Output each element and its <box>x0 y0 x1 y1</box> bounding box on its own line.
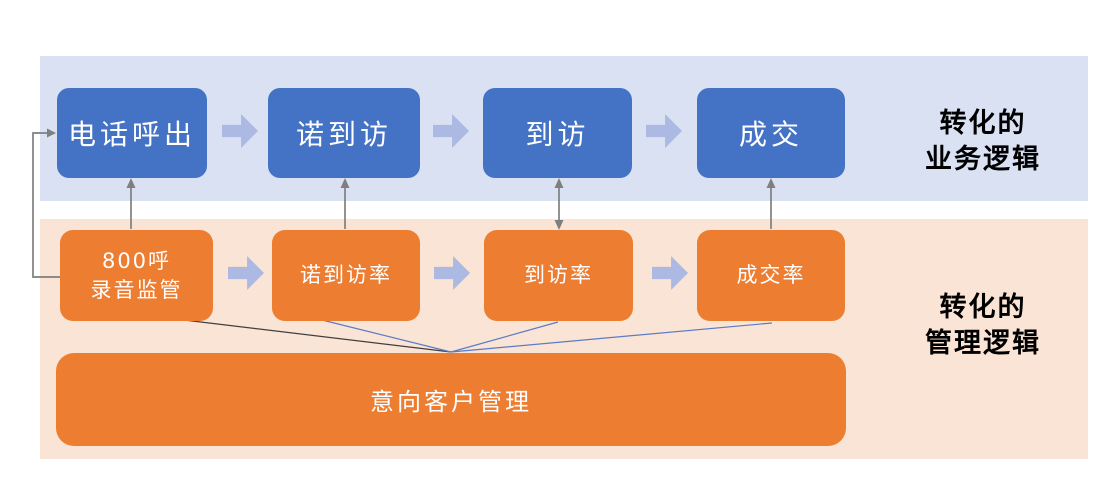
stage-label-phone-callout: 电话呼出 <box>67 118 196 151</box>
metric-label-visit-rate: 到访率 <box>524 263 593 287</box>
management-logic-label-line1: 转化的 <box>939 292 1027 323</box>
metric-box-deal-rate: 成交率 <box>697 230 845 321</box>
stage-box-deal: 成交 <box>697 88 845 178</box>
intent-customer-management-box: 意向客户管理 <box>56 353 846 446</box>
stage-box-promised-visit: 诺到访 <box>268 88 420 178</box>
stage-label-promised-visit: 诺到访 <box>295 118 392 151</box>
stage-label-deal: 成交 <box>738 118 803 151</box>
stage-box-visit: 到访 <box>483 88 632 178</box>
business-logic-label-line1: 转化的 <box>939 108 1027 139</box>
metric-label-promised-visit-rate: 诺到访率 <box>300 263 392 287</box>
metric-label-call-recording-line1: 800呼 <box>101 248 172 273</box>
business-logic-label: 转化的 业务逻辑 <box>893 106 1073 178</box>
metric-box-visit-rate: 到访率 <box>484 230 633 321</box>
metric-label-call-recording-line2: 录音监管 <box>90 277 183 302</box>
management-logic-label: 转化的 管理逻辑 <box>893 290 1073 362</box>
metric-label-deal-rate: 成交率 <box>736 263 806 287</box>
stage-box-phone-callout: 电话呼出 <box>57 88 207 178</box>
intent-customer-management-label: 意向客户管理 <box>370 388 532 416</box>
metric-box-promised-visit-rate: 诺到访率 <box>272 230 420 321</box>
management-logic-label-line2: 管理逻辑 <box>925 328 1041 359</box>
metric-box-call-recording: 800呼 录音监管 <box>60 230 213 321</box>
stage-label-visit: 到访 <box>525 118 590 151</box>
business-logic-label-line2: 业务逻辑 <box>925 144 1041 175</box>
